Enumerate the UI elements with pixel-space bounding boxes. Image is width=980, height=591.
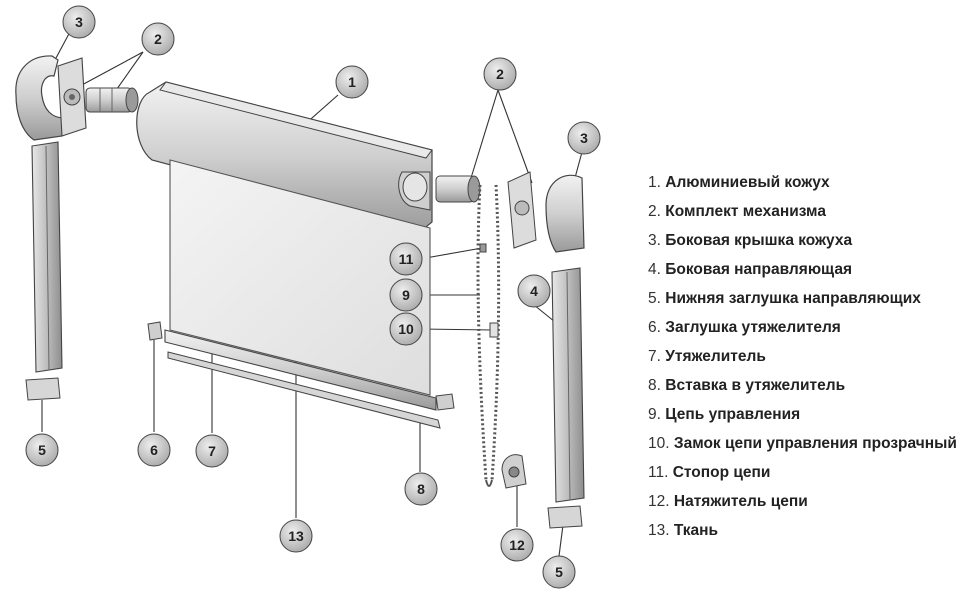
leader-lines bbox=[41, 29, 583, 557]
callout-2-left: 2 bbox=[141, 22, 175, 56]
svg-text:1: 1 bbox=[348, 74, 356, 90]
callout-3-left: 3 bbox=[62, 5, 96, 39]
svg-text:8: 8 bbox=[417, 481, 425, 497]
left-side-guide bbox=[31, 141, 63, 373]
left-side-cover bbox=[15, 55, 87, 141]
callout-3-right: 3 bbox=[567, 121, 601, 155]
callout-7: 7 bbox=[195, 434, 229, 468]
legend-item: 6. Заглушка утяжелителя bbox=[648, 319, 841, 336]
svg-text:2: 2 bbox=[496, 66, 504, 82]
aluminium-cassette bbox=[136, 81, 433, 233]
svg-text:9: 9 bbox=[402, 287, 410, 303]
callout-9: 9 bbox=[389, 278, 423, 312]
callout-8: 8 bbox=[404, 472, 438, 506]
callout-5-right: 5 bbox=[542, 555, 576, 589]
svg-text:10: 10 bbox=[398, 321, 414, 337]
right-side-guide bbox=[551, 267, 585, 503]
svg-text:7: 7 bbox=[208, 443, 216, 459]
svg-text:6: 6 bbox=[150, 442, 158, 458]
legend-item: 10. Замок цепи управления прозрачный bbox=[648, 435, 957, 452]
legend-item: 4. Боковая направляющая bbox=[648, 261, 852, 278]
legend-item: 1. Алюминиевый кожух bbox=[648, 174, 830, 191]
chain-tensioner bbox=[501, 454, 527, 489]
svg-text:5: 5 bbox=[38, 442, 46, 458]
right-mechanism bbox=[435, 171, 537, 249]
legend-item: 9. Цепь управления bbox=[648, 406, 801, 423]
svg-text:5: 5 bbox=[555, 564, 563, 580]
callout-1: 1 bbox=[335, 65, 369, 99]
legend-item: 2. Комплект механизма bbox=[648, 203, 826, 220]
parts-legend: 1. Алюминиевый кожух 2. Комплект механиз… bbox=[648, 168, 978, 545]
callout-5-left: 5 bbox=[25, 433, 59, 467]
svg-text:4: 4 bbox=[530, 283, 538, 299]
svg-text:12: 12 bbox=[509, 537, 525, 553]
callout-2-right: 2 bbox=[483, 57, 517, 91]
legend-item: 11. Стопор цепи bbox=[648, 464, 771, 481]
guide-bottom-caps bbox=[25, 377, 583, 529]
svg-text:3: 3 bbox=[75, 14, 83, 30]
svg-text:11: 11 bbox=[399, 251, 414, 267]
callout-10: 10 bbox=[389, 312, 423, 346]
fabric bbox=[169, 159, 431, 396]
legend-item: 7. Утяжелитель bbox=[648, 348, 766, 365]
legend-item: 13. Ткань bbox=[648, 522, 719, 539]
callout-11: 11 bbox=[389, 242, 423, 276]
legend-item: 12. Натяжитель цепи bbox=[648, 493, 808, 510]
callout-6: 6 bbox=[137, 433, 171, 467]
callout-4: 4 bbox=[517, 274, 551, 308]
svg-text:2: 2 bbox=[154, 31, 162, 47]
callout-12: 12 bbox=[500, 528, 534, 562]
roller-blind-exploded-diagram: 3 2 1 2 3 11 9 10 4 5 6 7 8 13 12 5 bbox=[15, 5, 601, 589]
callout-13: 13 bbox=[279, 519, 313, 553]
bottom-weight-bar bbox=[164, 329, 441, 429]
control-chain bbox=[476, 184, 501, 487]
legend-item: 5. Нижняя заглушка направляющих bbox=[648, 290, 921, 307]
svg-text:3: 3 bbox=[580, 130, 588, 146]
svg-text:13: 13 bbox=[288, 528, 304, 544]
weight-end-cap bbox=[147, 321, 455, 411]
left-mechanism bbox=[85, 87, 139, 113]
legend-item: 3. Боковая крышка кожуха bbox=[648, 232, 853, 249]
right-side-cover bbox=[545, 174, 585, 253]
legend-item: 8. Вставка в утяжелитель bbox=[648, 377, 846, 394]
